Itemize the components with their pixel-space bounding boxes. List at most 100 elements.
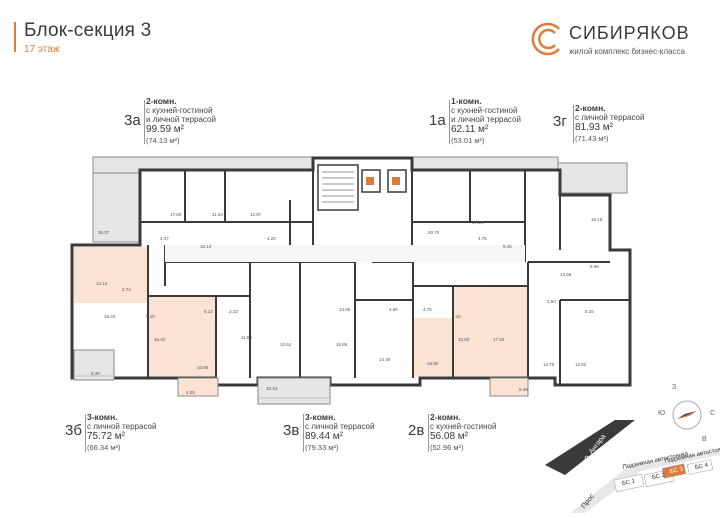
apartment-desc-line1: с кухней-гостиной [430,422,497,431]
room-area-label: 11.64 [212,212,223,217]
room-area-label: 12.13 [96,281,108,286]
room-area-label: 16.33 [104,314,116,319]
apartment-area: 81.93 м² [575,122,614,133]
room-area-label: 4.05 [186,390,195,395]
room-area-label: 5.10 [146,314,155,319]
apartment-desc-line1: с личной террасой [575,113,645,122]
apartment-area-secondary: (66.34 м²) [87,443,121,452]
apartment-area: 56.08 м² [430,431,469,442]
room-area-label: 3.33 [229,309,238,314]
room-area-label: 10.61 [280,342,292,347]
room-area-label: 14.65 [339,307,351,312]
label-divider [428,414,429,452]
apartment-number: 3в [283,422,300,439]
apartment-rooms: 2-комн. [146,96,177,106]
apartment-area-secondary: (74.13 м²) [146,136,180,145]
apartment-number: 1а [429,112,446,129]
room-area-label: 4.86 [389,307,398,312]
apartment-rooms: 2-комн. [575,103,606,113]
room-area-label: 15.80 [427,361,439,366]
room-area-label: 8.66 [590,264,599,269]
label-divider [573,105,574,143]
terrace-3g [554,162,628,194]
corridor [165,245,525,262]
room-area-label: 4.37 [160,236,169,241]
room-area-label: 11.86 [241,335,252,340]
room-area-label: 16.16 [591,217,603,222]
location-map-drawing [545,420,720,513]
elevator-1-icon [366,177,374,185]
apartment-desc-line1: с личной террасой [305,422,375,431]
room-area-label: 5.25 [585,309,594,314]
apartment-area-secondary: (53.01 м²) [451,136,485,145]
logo: СИБИРЯКОВ жилой комплекс бизнес-класса [529,21,719,61]
compass-rose-icon [672,400,702,430]
apartment-area: 75.72 м² [87,431,126,442]
room-area-label: 14.40 [379,357,391,362]
room-area-label: 10.44 [266,386,278,391]
room-area-label: 5.45 [503,244,512,249]
room-area-label: 12.97 [250,212,262,217]
elevator-2-icon [392,177,400,185]
apartment-number: 3б [65,422,82,439]
apartment-rooms: 3-комн. [305,412,336,422]
apartment-2v-highlight [453,286,528,376]
apartment-desc-line2: и личной террасой [451,115,521,124]
room-area-label: 9.30 [91,371,100,376]
compass: З В Ю С [658,384,715,443]
room-area-label: 17.34 [493,337,505,342]
balcony-rails [74,375,330,399]
apartment-3b-highlight-2 [148,296,216,376]
apartment-2v-highlight-2 [413,318,453,376]
apartment-area: 99.59 м² [146,124,185,135]
apartment-desc-line1: с кухней-гостиной [146,106,213,115]
stair-core [317,164,359,211]
apartment-desc-line1: с кухней-гостиной [451,106,518,115]
apartment-number: 3а [124,112,141,129]
apartment-area: 89.44 м² [305,431,344,442]
room-area-label: 4.22 [267,236,276,241]
apartment-rooms: 3-комн. [87,412,118,422]
room-area-label: 12.70 [543,362,555,367]
room-area-label: 16.42 [154,337,166,342]
room-area-label: 9.15 [452,314,461,319]
terrace-3b-small [177,377,219,397]
room-area-label: 4.75 [423,307,432,312]
stairs [322,171,354,203]
apartment-rooms: 1-комн. [451,96,482,106]
apartment-3b-highlight [74,247,148,303]
apartment-number: 3г [553,113,567,130]
compass-west: Ю [658,410,666,417]
label-divider [449,100,450,144]
apartment-rooms: 2-комн. [430,412,461,422]
compass-north: З [672,384,677,391]
room-area-label: 10.50 [458,337,470,342]
room-area-label: 36.37 [98,230,110,235]
floor-label: 17 этаж [24,44,60,55]
apartment-desc-line1: с личной террасой [87,422,157,431]
label-divider [144,100,145,144]
terrace-3b [73,349,115,381]
apartment-area-secondary: (71.43 м²) [575,134,609,143]
logo-subtitle: жилой комплекс бизнес-класса [569,47,685,56]
room-area-label: 10.65 [197,365,209,370]
label-divider [303,414,304,452]
compass-south: В [702,436,707,443]
room-area-label: 20.70 [428,230,440,235]
room-area-label: 6.46 [519,387,528,392]
room-area-label: 15.86 [336,342,348,347]
room-area-label: 2.74 [122,287,131,292]
label-divider [85,414,86,452]
room-area-label: 12.82 [575,362,587,367]
apartment-area-secondary: (79.33 м²) [305,443,339,452]
header-accent-bar [14,22,16,52]
room-area-label: 4.75 [478,236,487,241]
room-area-label: 4.12 [204,309,213,314]
room-area-label: 17.80 [170,212,182,217]
terrace-2v [489,377,529,397]
room-area-label: 13.69 [560,272,572,277]
apartment-area: 62.11 м² [451,124,489,135]
logo-mark-icon [531,22,560,56]
